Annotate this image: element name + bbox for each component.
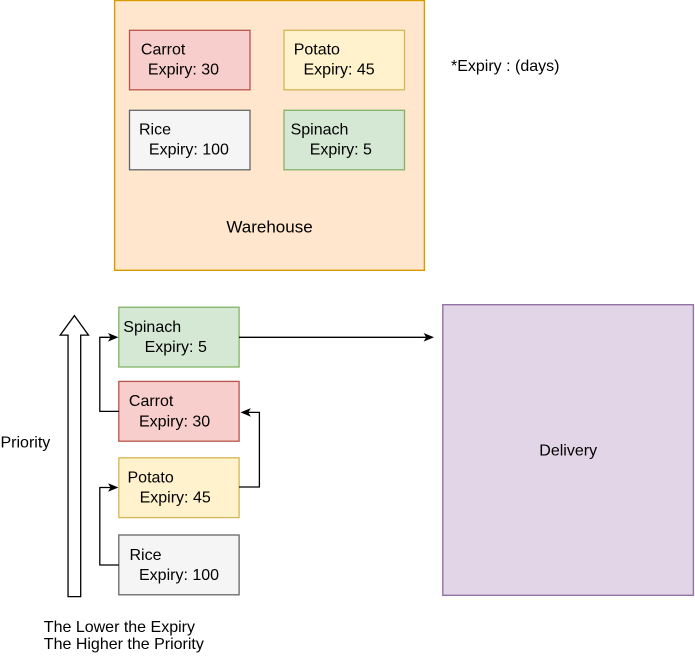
svg-text:Potato: Potato <box>294 42 340 59</box>
svg-text:Warehouse: Warehouse <box>226 218 312 237</box>
svg-text:Spinach: Spinach <box>291 122 349 139</box>
svg-text:Delivery: Delivery <box>539 442 597 459</box>
svg-text:*Expiry : (days): *Expiry : (days) <box>451 58 559 75</box>
svg-text:Expiry: 45: Expiry: 45 <box>140 490 211 507</box>
svg-text:Potato: Potato <box>128 470 174 487</box>
svg-text:The Higher the Priority: The Higher the Priority <box>44 636 204 653</box>
svg-text:Carrot: Carrot <box>129 393 174 410</box>
svg-text:Expiry: 100: Expiry: 100 <box>149 142 229 159</box>
svg-text:Spinach: Spinach <box>123 319 181 336</box>
svg-text:Expiry: 5: Expiry: 5 <box>310 142 372 159</box>
svg-text:Rice: Rice <box>130 547 162 564</box>
svg-text:Priority: Priority <box>1 434 51 451</box>
svg-text:Expiry: 30: Expiry: 30 <box>139 413 210 430</box>
svg-text:Rice: Rice <box>139 122 171 139</box>
svg-text:Carrot: Carrot <box>141 42 186 59</box>
svg-text:Expiry: 30: Expiry: 30 <box>148 62 219 79</box>
svg-text:Expiry: 5: Expiry: 5 <box>145 339 207 356</box>
svg-text:Expiry: 100: Expiry: 100 <box>139 567 219 584</box>
svg-text:The Lower the Expiry: The Lower the Expiry <box>44 619 195 636</box>
svg-text:Expiry: 45: Expiry: 45 <box>304 62 375 79</box>
